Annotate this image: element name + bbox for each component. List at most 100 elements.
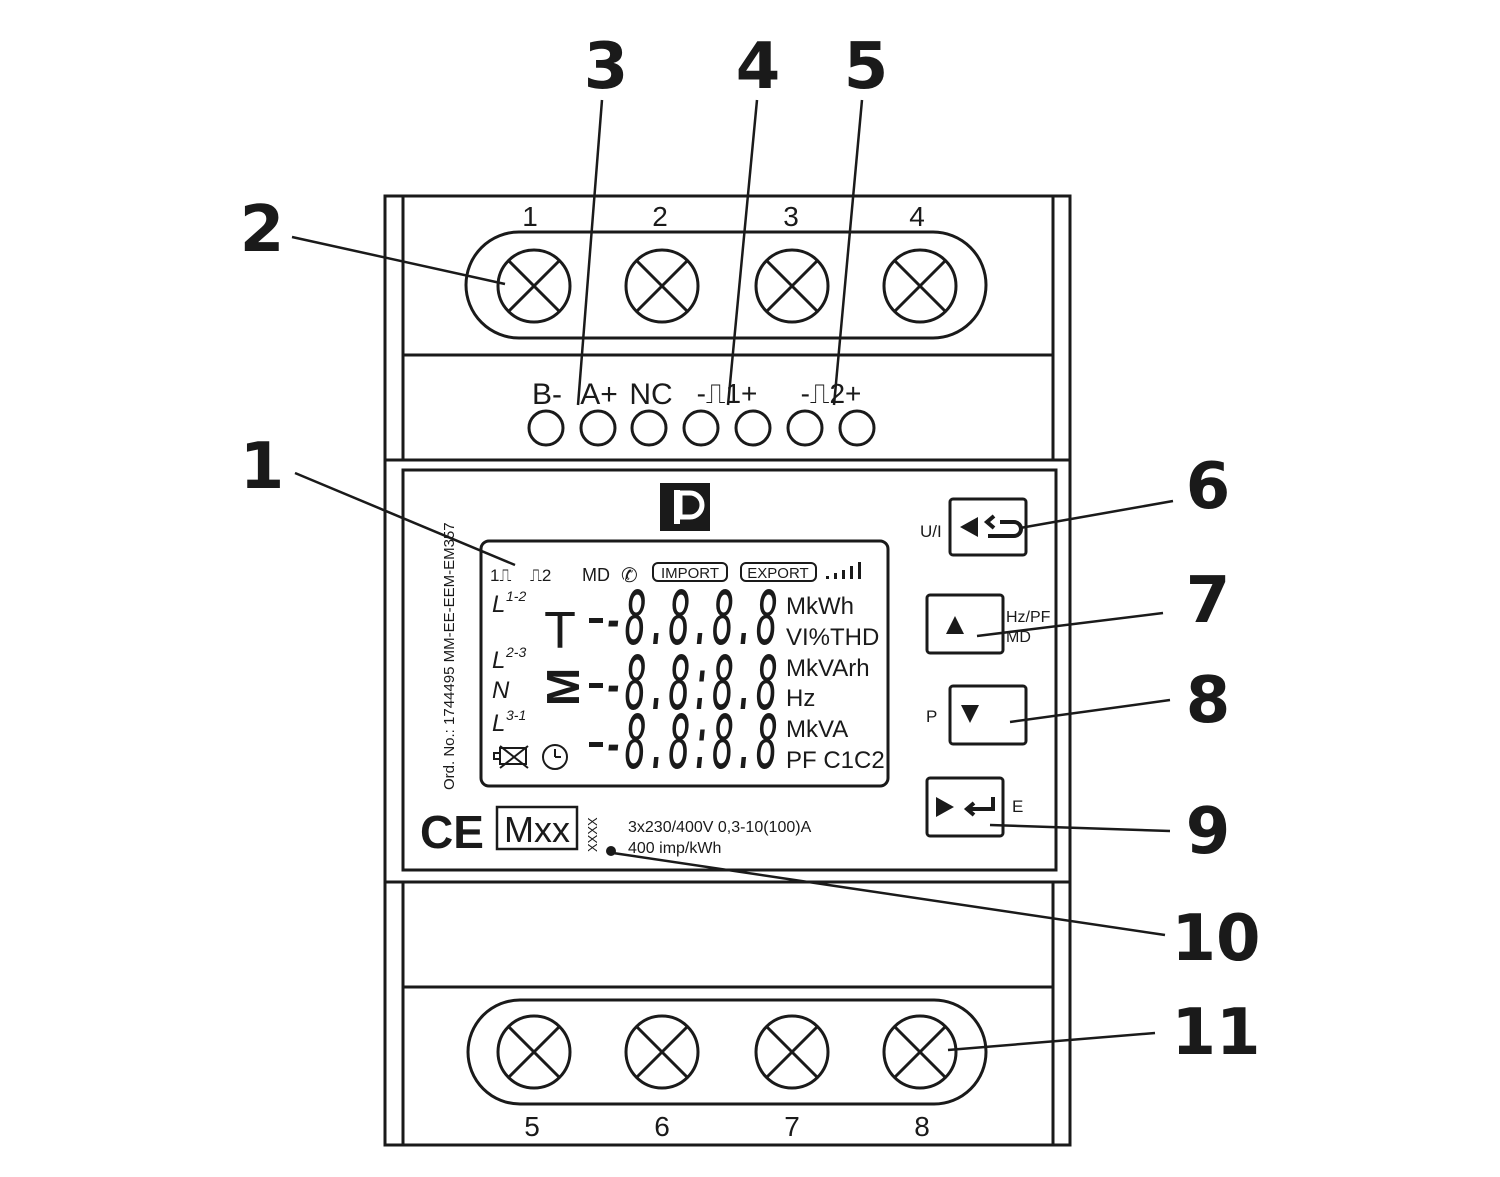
pulse2-terminal-plus [838, 409, 876, 447]
terminal-number-1: 1 [522, 201, 538, 232]
ce-mark: CE [420, 806, 484, 858]
lcd-n: N [492, 677, 510, 704]
lcd-digits-row-3: -8.8:8.8 [603, 700, 778, 786]
lcd-export: EXPORT [747, 565, 808, 582]
lcd-import: IMPORT [661, 565, 719, 582]
callout-1: 1 [240, 430, 285, 504]
leader-4 [726, 99, 759, 406]
pulse-led-indicator [606, 846, 616, 856]
bottom-terminal-block [466, 998, 988, 1106]
screw-terminal-7 [754, 1014, 830, 1090]
leader-2 [291, 235, 506, 286]
screw-terminal-5 [496, 1014, 572, 1090]
screw-terminal-1 [496, 248, 572, 324]
battery-crossed-icon [493, 745, 529, 769]
label-a-plus: A+ [580, 378, 618, 411]
comm-terminal-nc [630, 409, 668, 447]
terminal-number-4: 4 [909, 201, 925, 232]
leader-lines [291, 99, 1174, 1052]
lcd-l31-sup: 3-1 [506, 707, 526, 723]
lcd-unit-hz: Hz [786, 685, 815, 712]
callout-2: 2 [240, 193, 285, 267]
screw-terminal-6 [624, 1014, 700, 1090]
label-b-minus: B- [532, 378, 562, 411]
callout-7: 7 [1186, 564, 1231, 638]
lcd-minus-signs [589, 618, 603, 747]
leader-5 [832, 99, 864, 406]
housing-outline [383, 194, 1072, 1147]
lcd-l31-l: L [492, 710, 505, 737]
callout-9: 9 [1186, 795, 1231, 869]
callout-5: 5 [844, 30, 889, 104]
screw-terminal-4 [882, 248, 958, 324]
lcd-display [479, 539, 890, 788]
terminal-number-7: 7 [784, 1111, 800, 1142]
xxxx-label: XXXX [585, 817, 600, 852]
terminal-number-6: 6 [654, 1111, 670, 1142]
terminal-number-8: 8 [914, 1111, 930, 1142]
label-pulse-2: -⎍2+ [801, 378, 862, 409]
phone-icon: ✆ [621, 565, 638, 587]
lcd-l12-l: L [492, 591, 505, 618]
lcd-unit-pf-c1c2: PF C1C2 [786, 747, 885, 774]
signal-strength-icon [826, 562, 861, 579]
lcd-pulse-1: 1⎍ [490, 566, 511, 585]
callout-4: 4 [736, 30, 781, 104]
callout-11: 11 [1171, 996, 1260, 1070]
lcd-m-rotated: M [537, 668, 589, 706]
imp-text: 400 imp/kWh [628, 840, 721, 857]
lcd-export-box [740, 562, 817, 582]
comm-terminal-a-plus [579, 409, 617, 447]
mxx-label: Mxx [504, 809, 570, 850]
lcd-l23-l: L [492, 647, 505, 674]
leader-1 [294, 471, 516, 567]
pulse2-terminal-minus [786, 409, 824, 447]
label-e: E [1012, 797, 1023, 816]
button-enter[interactable] [925, 776, 1005, 838]
terminal-number-3: 3 [783, 201, 799, 232]
comm-terminal-b-minus [527, 409, 565, 447]
lcd-pulse-2: ⎍2 [530, 566, 551, 585]
label-md: MD [1006, 629, 1031, 646]
callout-8: 8 [1186, 664, 1231, 738]
left-triangle-icon [960, 517, 978, 537]
enter-arrow-icon [967, 797, 995, 811]
right-triangle-icon [936, 797, 954, 817]
screw-terminal-3 [754, 248, 830, 324]
callout-6: 6 [1186, 450, 1231, 524]
mxx-box [495, 805, 579, 851]
terminal-number-5: 5 [524, 1111, 540, 1142]
down-triangle-icon [961, 705, 979, 723]
lcd-l12-sup: 1-2 [506, 588, 526, 604]
leader-10 [612, 851, 1166, 937]
label-nc: NC [629, 378, 672, 411]
callout-3: 3 [584, 30, 629, 104]
terminal-number-2: 2 [652, 201, 668, 232]
leader-3 [576, 99, 604, 406]
pulse1-terminal-plus [734, 409, 772, 447]
lcd-unit-mkva: MkVA [786, 716, 848, 743]
lcd-unit-mkvarh: MkVArh [786, 655, 870, 682]
callout-10: 10 [1171, 902, 1260, 976]
rating-text: 3x230/400V 0,3-10(100)A [628, 819, 812, 836]
leader-11 [947, 1031, 1156, 1052]
lcd-digits-row-1: -8.8.8.8 [603, 576, 778, 662]
lcd-unit-vi-thd: VI%THD [786, 624, 879, 651]
button-up[interactable] [925, 593, 1005, 655]
label-hz-pf: Hz/PF [1006, 609, 1051, 626]
lcd-total-t: T [544, 602, 576, 660]
lcd-unit-mkwh: MkWh [786, 593, 854, 620]
pulse1-terminal-minus [682, 409, 720, 447]
label-p: P [926, 707, 937, 726]
screw-terminal-2 [624, 248, 700, 324]
button-down[interactable] [948, 684, 1028, 746]
top-terminal-block [464, 230, 988, 340]
label-ui: U/I [920, 522, 942, 541]
leader-7 [976, 611, 1164, 638]
return-arrow-head [983, 514, 996, 530]
order-number: Ord. No.: 1744495 MM-EE-EEM-EM357 [441, 522, 458, 790]
up-triangle-icon [946, 616, 964, 634]
enter-arrow-head [963, 801, 976, 817]
manufacturer-logo [660, 483, 710, 531]
